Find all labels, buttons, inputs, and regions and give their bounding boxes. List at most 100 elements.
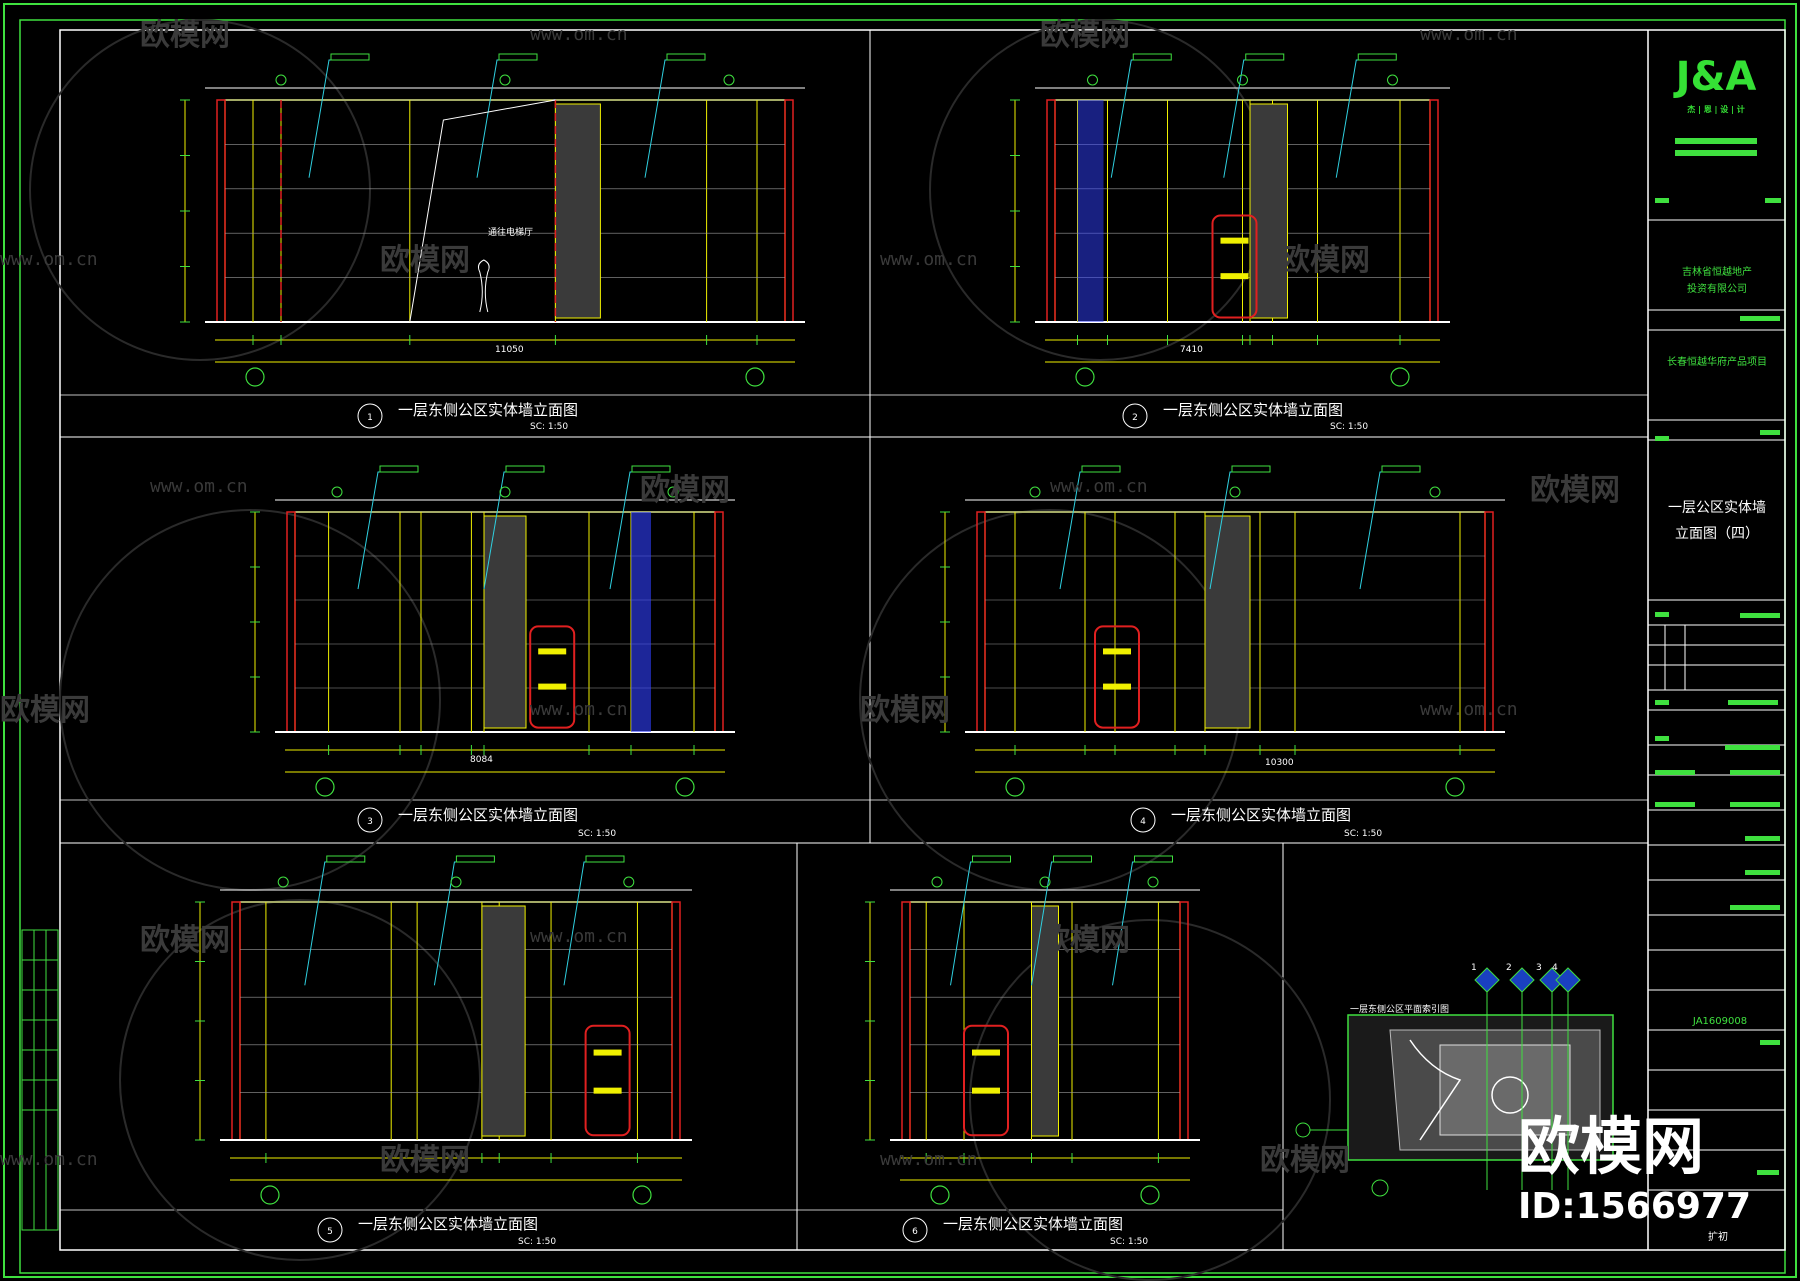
elev-leader-tag (972, 855, 1011, 863)
elev-leader-tag (330, 53, 370, 61)
elevation-6 (865, 855, 1200, 1205)
elev-panel-sign (1220, 237, 1249, 244)
key-plan-marker-2: 2 (1506, 963, 1535, 1190)
logo-subtitle: 杰 | 恩 | 设 | 计 (1687, 104, 1744, 114)
elev-1-lift-label: 通往电梯厅 (488, 226, 533, 238)
wm-url-9: www.om.cn (530, 926, 628, 947)
client-name: 吉林省恒越地产 (1682, 265, 1752, 278)
elev-2-title: 一层东侧公区实体墙立面图 (1163, 401, 1343, 419)
elev-left-jamb (976, 511, 986, 733)
elevation-4 (940, 465, 1505, 797)
elev-section-marker (667, 486, 679, 498)
watermark-id: ID:1566977 (1518, 1186, 1751, 1227)
elev-leader-line (1359, 471, 1420, 590)
elev-4-dim-total: 10300 (1265, 758, 1294, 768)
elev-5-title: 一层东侧公区实体墙立面图 (358, 1215, 538, 1233)
elev-right-jamb (671, 901, 681, 1141)
elev-leader-line (1335, 59, 1397, 178)
elev-access-panel (963, 1024, 1009, 1137)
key-plan-marker-3: 3 (1536, 963, 1565, 1190)
elev-section-marker (1429, 486, 1441, 498)
elev-2-dim-total: 7410 (1180, 345, 1203, 355)
elev-access-panel (1094, 625, 1140, 729)
elev-section-marker (1237, 74, 1248, 86)
elev-5-number: 5 (327, 1227, 333, 1237)
key-plan-marker-1: 1 (1471, 963, 1500, 1190)
wm-site-9: 欧模网 (140, 923, 230, 958)
elev-blue-panel (1077, 100, 1104, 322)
elev-panel-sign (972, 1049, 1000, 1056)
elev-leader-line (1110, 59, 1172, 178)
elev-left-jamb (1046, 99, 1056, 323)
wm-site-8: 欧模网 (860, 693, 950, 728)
elev-grid-bubble (675, 777, 695, 797)
elev-section-marker (499, 74, 511, 86)
elev-leader-tag (379, 465, 419, 473)
elev-opening-outline (409, 99, 556, 323)
elev-section-marker (275, 74, 287, 86)
elev-left-jamb (901, 901, 911, 1141)
elev-leader-line (304, 861, 365, 986)
elev-leader-tag (631, 465, 671, 473)
outer-frame (3, 3, 1797, 1278)
elev-access-panel (529, 625, 576, 729)
elev-section-marker (623, 876, 635, 888)
elev-leader-tag (1134, 855, 1173, 863)
key-plan-marker-4: 4 (1552, 963, 1581, 1190)
elev-leader-line (950, 861, 1011, 986)
elev-panel-sign (538, 683, 567, 690)
elev-5-scale: SC: 1:50 (518, 1237, 556, 1247)
elev-6-scale: SC: 1:50 (1110, 1237, 1148, 1247)
elev-grid-bubble (1140, 1185, 1160, 1205)
elev-panel-sign (593, 1087, 622, 1094)
elev-panel-sign (1220, 273, 1249, 280)
elev-section-marker (1029, 486, 1041, 498)
elev-section-marker (723, 74, 735, 86)
left-legend-strip (21, 929, 59, 1231)
elev-6-number: 6 (912, 1227, 918, 1237)
elev-leader-tag (1053, 855, 1092, 863)
elev-grid-bubble (260, 1185, 280, 1205)
wm-url-10: www.om.cn (880, 1149, 978, 1170)
client-name-2: 投资有限公司 (1687, 282, 1747, 295)
elev-panel-sign (538, 648, 567, 655)
elev-leader-tag (1357, 53, 1397, 61)
elev-left-jamb (216, 99, 226, 323)
wm-url-8: www.om.cn (1420, 699, 1518, 720)
human-figure (477, 259, 490, 313)
wm-site-2: 欧模网 (1040, 18, 1130, 53)
elev-left-jamb (286, 511, 296, 733)
elev-3-number: 3 (367, 817, 373, 827)
elev-grid-bubble (745, 367, 765, 387)
elev-leader-tag (1231, 465, 1271, 473)
elev-leader-tag (505, 465, 545, 473)
elev-grid-bubble (1005, 777, 1025, 797)
logo-brand: J&A (1673, 54, 1757, 100)
elev-stone-strip (1204, 515, 1251, 729)
wm-url-4: www.om.cn (880, 249, 978, 270)
elev-2-scale: SC: 1:50 (1330, 422, 1368, 432)
marker-diamond (1509, 967, 1535, 993)
elev-right-jamb (1179, 901, 1189, 1141)
elev-leader-tag (455, 855, 495, 863)
elev-leader-tag (1081, 465, 1121, 473)
elev-leader-tag (666, 53, 706, 61)
elev-3-dim-total: 8084 (470, 755, 493, 765)
elev-4-scale: SC: 1:50 (1344, 829, 1382, 839)
wm-site-10: 欧模网 (1040, 923, 1130, 958)
elev-leader-line (563, 861, 624, 986)
drawing-stage: 扩初 (1708, 1230, 1728, 1243)
elev-left-jamb (231, 901, 241, 1141)
elev-panel-sign (593, 1049, 622, 1056)
elev-leader-tag (1245, 53, 1285, 61)
wm-site-3: 欧模网 (380, 243, 470, 278)
elev-section-marker (1147, 876, 1159, 888)
elev-leader-tag (585, 855, 625, 863)
elev-stone-strip (1031, 905, 1059, 1137)
elev-right-jamb (714, 511, 724, 733)
elev-access-panel (1211, 214, 1258, 319)
title-block: 吉林省恒越地产 投资有限公司 长春恒越华府产品项目 一层公区实体墙 立面图（四）… (1648, 198, 1785, 1243)
elev-1-scale: SC: 1:50 (530, 422, 568, 432)
elev-leader-line (476, 59, 537, 178)
elev-stone-strip (483, 515, 527, 729)
